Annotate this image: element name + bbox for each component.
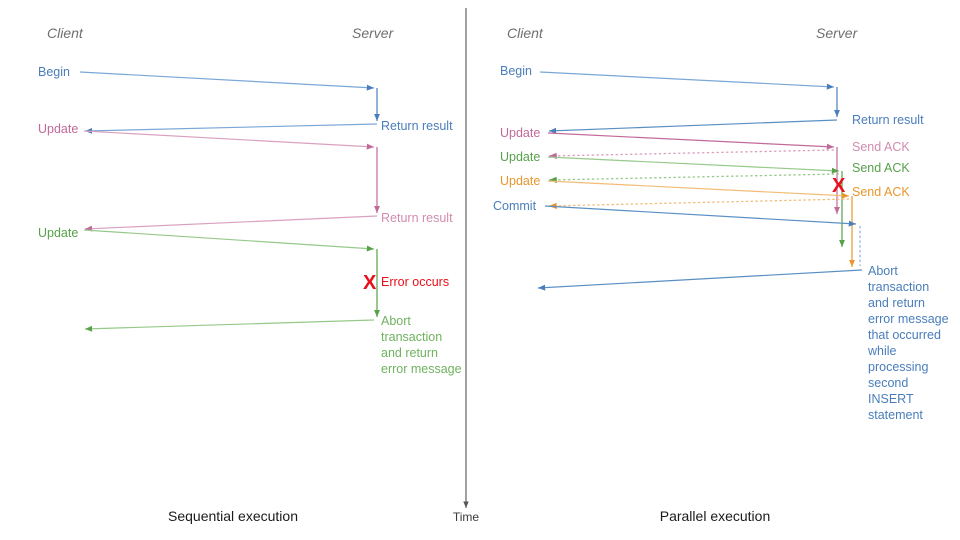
right-send-ack-1-label: Send ACK: [852, 140, 910, 154]
right-abort-line-6: processing: [868, 360, 928, 374]
left-client-header: Client: [47, 25, 84, 41]
right-return-result-label: Return result: [852, 113, 924, 127]
right-send-ack-3-label: Send ACK: [852, 185, 910, 199]
time-axis: Time: [453, 8, 480, 524]
right-error-x-icon: X: [832, 175, 846, 197]
right-panel-caption: Parallel execution: [660, 508, 771, 524]
right-abort-text: Abort transaction and return error messa…: [867, 264, 949, 422]
right-message-update-1: Update Send ACK: [500, 126, 910, 214]
right-abort-line-8: INSERT: [868, 392, 914, 406]
right-message-update-2: Update Send ACK X: [500, 150, 910, 247]
left-update-2-arrow: [83, 229, 375, 252]
left-message-begin: Begin Return result: [38, 65, 453, 134]
left-begin-label: Begin: [38, 65, 70, 79]
right-update-2-arrow: [547, 156, 840, 174]
left-return-result-2-arrow: [84, 215, 378, 232]
right-abort-line-2: and return: [868, 296, 925, 310]
right-update-3-arrow: [547, 180, 850, 199]
left-abort-line-3: error message: [381, 362, 462, 376]
right-message-update-3: Update Send ACK: [500, 174, 910, 267]
left-abort-arrow: [84, 319, 375, 332]
right-send-ack-2-label: Send ACK: [852, 161, 910, 175]
left-return-result-2-label: Return result: [381, 211, 453, 225]
right-update-3-label: Update: [500, 174, 540, 188]
right-message-begin: Begin Return result: [500, 64, 924, 134]
right-abort-line-5: while: [867, 344, 897, 358]
left-abort-line-2: and return: [381, 346, 438, 360]
right-abort-line-3: error message: [868, 312, 949, 326]
left-server-header: Server: [352, 25, 395, 41]
right-return-result-arrow: [548, 119, 838, 134]
left-message-update-1: Update Return result: [38, 122, 453, 232]
left-return-result-1-arrow: [84, 123, 378, 134]
left-return-result-1-label: Return result: [381, 119, 453, 133]
left-abort-line-0: Abort: [381, 314, 411, 328]
right-abort-arrow: [537, 269, 863, 291]
left-abort-line-1: transaction: [381, 330, 442, 344]
right-send-ack-2-arrow: [548, 173, 840, 184]
left-message-update-2: Update X Error occurs Abort transaction …: [38, 226, 462, 376]
right-begin-label: Begin: [500, 64, 532, 78]
right-abort-line-4: that occurred: [868, 328, 941, 342]
left-begin-arrow: [79, 71, 375, 91]
right-server-header: Server: [816, 25, 859, 41]
right-abort-line-7: second: [868, 376, 908, 390]
time-axis-label: Time: [453, 510, 480, 524]
right-begin-arrow: [539, 71, 835, 90]
right-update-1-arrow: [547, 132, 835, 150]
right-update-2-label: Update: [500, 150, 540, 164]
left-update-2-label: Update: [38, 226, 78, 240]
left-error-label: Error occurs: [381, 275, 449, 289]
left-abort-text: Abort transaction and return error messa…: [381, 314, 462, 376]
right-commit-arrow: [544, 205, 857, 227]
right-abort-line-0: Abort: [868, 264, 898, 278]
left-error-x-icon: X: [363, 272, 377, 294]
right-commit-label: Commit: [493, 199, 537, 213]
right-client-header: Client: [507, 25, 544, 41]
left-panel-caption: Sequential execution: [168, 508, 298, 524]
parallel-execution-panel: Client Server Begin Return result Update…: [493, 25, 949, 524]
right-update-1-label: Update: [500, 126, 540, 140]
right-send-ack-1-arrow: [548, 149, 835, 160]
left-update-1-label: Update: [38, 122, 78, 136]
right-send-ack-3-arrow: [548, 198, 850, 210]
right-abort-line-9: statement: [868, 408, 923, 422]
right-message-commit: Commit Abort transaction and return erro…: [493, 199, 949, 422]
sequential-execution-panel: Client Server Begin Return result Update…: [38, 25, 462, 524]
right-abort-line-1: transaction: [868, 280, 929, 294]
left-update-1-arrow: [83, 130, 375, 150]
